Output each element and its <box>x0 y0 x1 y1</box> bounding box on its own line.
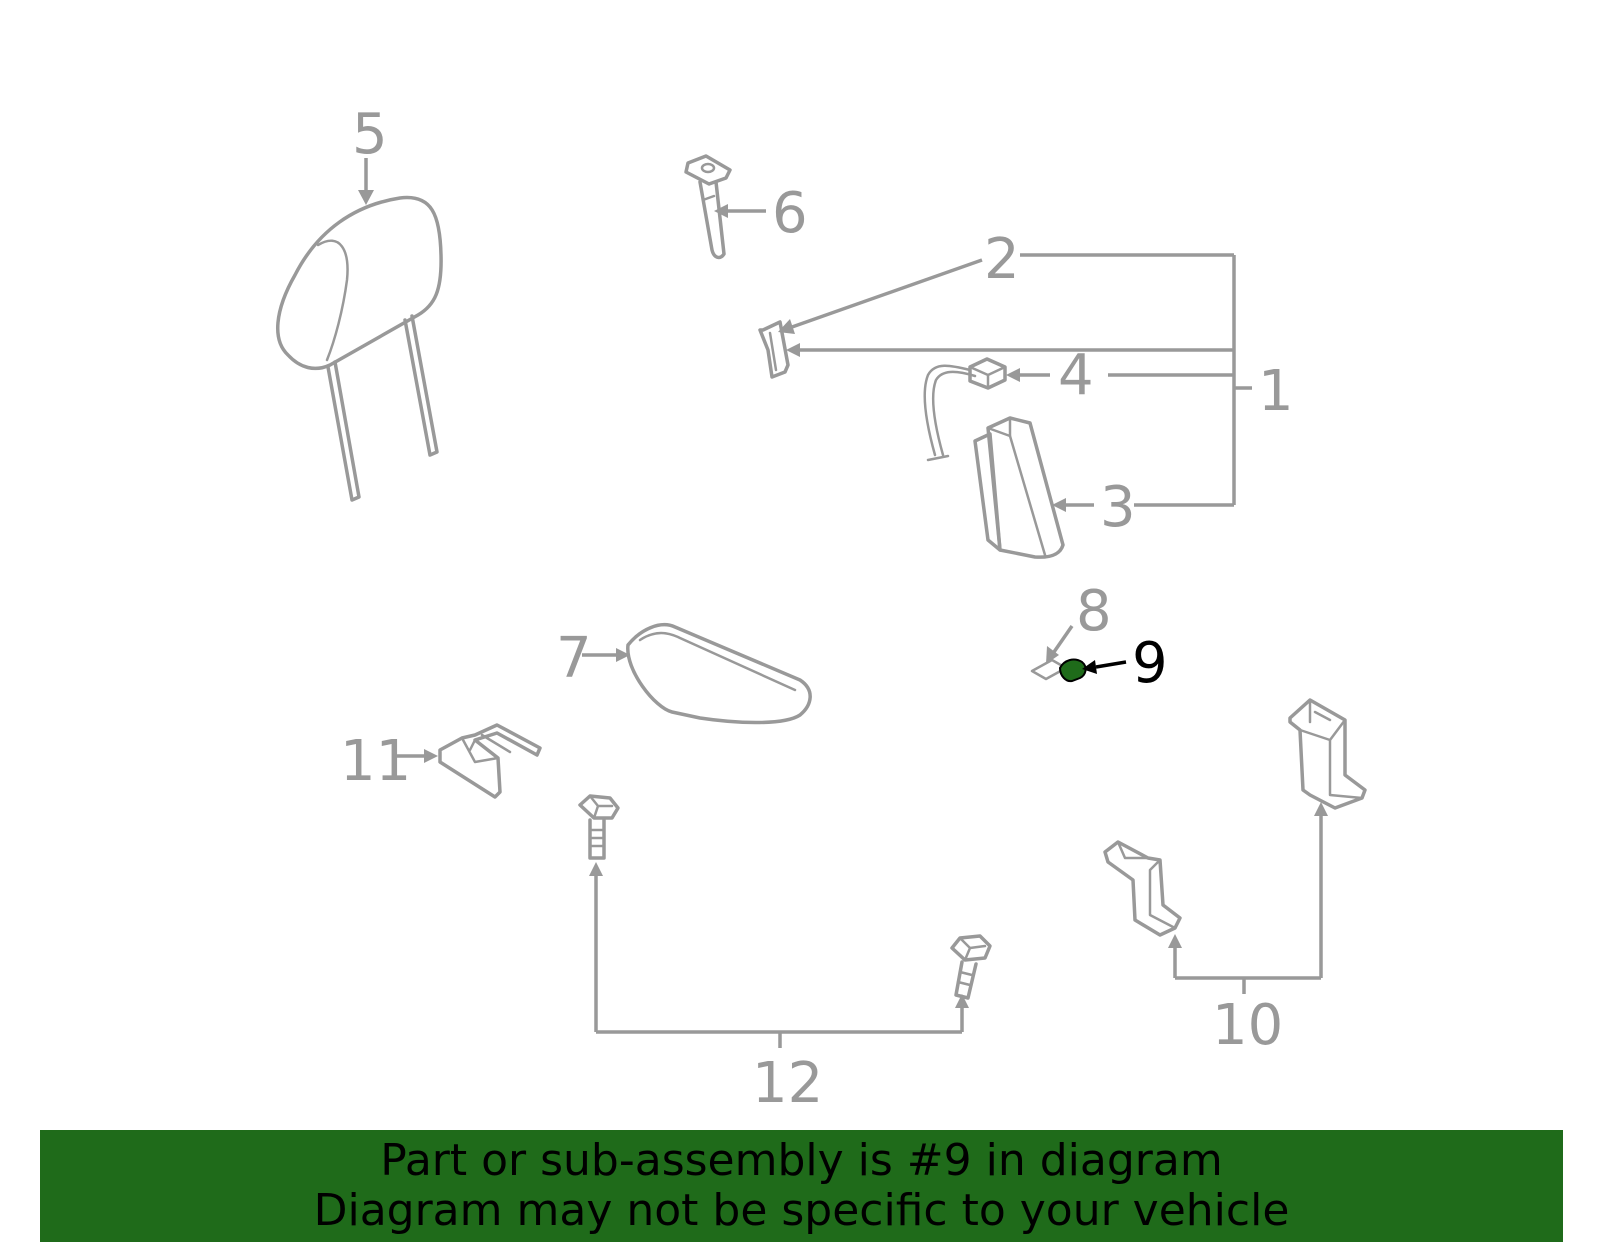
banner-line-disclaimer: Diagram may not be specific to your vehi… <box>313 1185 1290 1236</box>
callout-3[interactable]: 3 <box>1100 475 1136 540</box>
part-12-bolt-right[interactable] <box>950 934 992 1000</box>
callout-10[interactable]: 10 <box>1212 993 1283 1058</box>
callout-12[interactable]: 12 <box>752 1051 823 1116</box>
callout-6[interactable]: 6 <box>772 181 808 246</box>
part-3-module[interactable] <box>973 416 1065 559</box>
callout-1[interactable]: 1 <box>1258 359 1294 424</box>
leader-lines <box>358 158 1328 1048</box>
part-10-bracket-right[interactable] <box>1288 698 1367 810</box>
part-9-fastener[interactable] <box>1058 658 1087 683</box>
callout-4[interactable]: 4 <box>1058 343 1094 408</box>
callout-8[interactable]: 8 <box>1076 579 1112 644</box>
part-5-headrest[interactable] <box>276 195 443 502</box>
part-11-bracket[interactable] <box>438 723 542 799</box>
callout-5[interactable]: 5 <box>352 102 388 167</box>
banner-line-part-info: Part or sub-assembly is #9 in diagram <box>380 1135 1223 1186</box>
part-10-bracket-left[interactable] <box>1103 840 1182 937</box>
part-7-pad[interactable] <box>626 623 812 725</box>
part-4-wire-harness[interactable] <box>923 357 1007 462</box>
info-banner: Part or sub-assembly is #9 in diagram Di… <box>40 1130 1563 1242</box>
callout-numbers: 5 6 2 4 1 3 8 9 7 11 10 12 <box>340 102 1294 1116</box>
part-6-headrest-guide[interactable] <box>684 154 732 260</box>
callout-9[interactable]: 9 <box>1132 631 1168 696</box>
callout-11[interactable]: 11 <box>340 729 411 794</box>
part-12-bolt-left[interactable] <box>578 794 620 860</box>
callout-2[interactable]: 2 <box>984 227 1020 292</box>
callout-7[interactable]: 7 <box>556 626 592 691</box>
